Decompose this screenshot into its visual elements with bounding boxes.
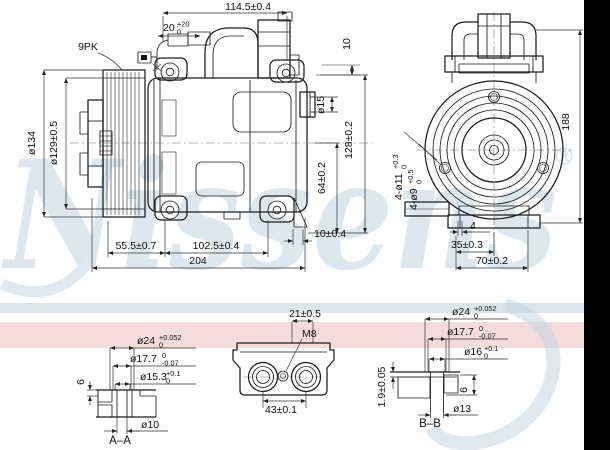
side-view: 114.5±0.4 20 +20 0 9PK 10 ø134 ø129±0.5 … bbox=[26, 1, 372, 272]
watermark: Nissens ® bbox=[0, 128, 576, 450]
dim-pulley-od: ø134 bbox=[26, 131, 38, 155]
bb-dim-d16-sup: +0.1 bbox=[484, 344, 498, 353]
bottom-foot bbox=[404, 201, 541, 229]
port-dimensions: 21±0.5 M8 43±0.1 bbox=[262, 308, 321, 416]
top-manifold bbox=[204, 11, 300, 79]
aa-dim-d177-sub: -0.07 bbox=[162, 359, 179, 368]
dim-overall-top: 114.5±0.4 bbox=[225, 1, 271, 13]
dim-holes-large-sup: +0.3 bbox=[391, 155, 400, 169]
dim-port-span: 43±0.1 bbox=[265, 404, 297, 416]
bb-section-shape bbox=[390, 371, 460, 413]
bb-dim-d24-sub: 0 bbox=[474, 312, 478, 321]
dim-holes-large: 4-ø11 +0.3 0 bbox=[391, 155, 409, 200]
bb-section-label: B–B bbox=[419, 418, 441, 430]
bb-dim-d177-sub: -0.07 bbox=[479, 332, 496, 341]
dim-foot-half: 35±0.3 bbox=[451, 239, 483, 251]
dim-20-sup: +20 bbox=[177, 20, 189, 29]
aa-dimension-rows: ø24 +0.052 0 ø17.7 0 -0.07 ø15.3 +0.1 0 bbox=[109, 333, 196, 390]
pulley bbox=[102, 69, 146, 218]
compressor-body bbox=[147, 77, 308, 220]
dim-20: 20 bbox=[163, 22, 175, 34]
dim-holes-large-sub: 0 bbox=[400, 165, 409, 169]
side-view-dimensions: 114.5±0.4 20 +20 0 9PK 10 ø134 ø129±0.5 … bbox=[26, 1, 368, 272]
front-view: 188 4-ø11 +0.3 0 4-ø9 +0.5 0 4 35±0.3 bbox=[391, 12, 583, 272]
dim-holes-small: 4-ø9 +0.5 0 bbox=[406, 170, 424, 210]
flange-outline bbox=[232, 342, 335, 396]
mounting-bolt-holes bbox=[439, 91, 549, 174]
aa-small-dims: 6 ø10 bbox=[75, 379, 168, 434]
dim-port-dia: ø15 bbox=[315, 96, 327, 114]
dim-foot-step: 4 bbox=[470, 220, 476, 232]
aa-dim-bore: ø10 bbox=[141, 419, 159, 431]
dim-mount-span: 102.5±0.4 bbox=[193, 240, 240, 252]
highlight-band-blue bbox=[0, 303, 584, 313]
aa-dim-d177: ø17.7 bbox=[130, 353, 157, 365]
bb-dim-d16: ø16 bbox=[464, 346, 482, 358]
watermark-registered-mark: ® bbox=[552, 142, 576, 171]
bb-dim-bore: ø13 bbox=[453, 403, 471, 415]
right-black-bar bbox=[584, 0, 610, 450]
aa-section-label: A–A bbox=[109, 435, 131, 447]
bb-dim-d24: ø24 bbox=[452, 306, 470, 318]
watermark-text: Nissens bbox=[2, 128, 557, 304]
dim-height-total: 128±0.2 bbox=[343, 121, 355, 159]
bb-small-dims: 1.9±0.05 6 ø13 bbox=[376, 362, 478, 418]
dim-holes-small-sup: +0.5 bbox=[406, 170, 415, 184]
detail-port-flange: 21±0.5 M8 43±0.1 bbox=[232, 308, 335, 416]
dim-holes-large-main: 4-ø11 bbox=[393, 173, 405, 200]
detail-section-bb: ø24 +0.052 0 ø17.7 0 -0.07 ø16 +0.1 0 bbox=[376, 304, 508, 430]
dim-overall-length: 204 bbox=[189, 255, 207, 267]
aa-dim-d24: ø24 bbox=[137, 335, 155, 347]
bb-dim-d24-sup: +0.052 bbox=[474, 304, 497, 313]
port-circles bbox=[247, 361, 322, 393]
aa-dim-depth: 6 bbox=[75, 379, 87, 385]
bb-dim-d16-sub: 0 bbox=[484, 352, 488, 361]
dim-foot-span: 70±0.2 bbox=[476, 255, 508, 267]
aa-section-shape bbox=[96, 389, 157, 418]
aa-dim-d153-sub: 0 bbox=[166, 377, 170, 386]
dim-foot-offset: 10±0.4 bbox=[314, 228, 346, 240]
bb-dim-step: 1.9±0.05 bbox=[376, 366, 388, 407]
bb-dim-d177: ø17.7 bbox=[447, 326, 474, 338]
dim-20-sub: 0 bbox=[177, 28, 181, 37]
dim-height: 188 bbox=[560, 113, 572, 131]
wire-connector bbox=[137, 31, 211, 72]
dim-mount-left: 55.5±0.7 bbox=[116, 240, 157, 252]
dim-holes-small-sub: 0 bbox=[415, 180, 424, 184]
watermark-swoosh-right bbox=[425, 298, 561, 450]
top-bracket bbox=[444, 13, 544, 83]
thread-label: M8 bbox=[302, 328, 317, 340]
aa-dim-d24-sub: 0 bbox=[159, 341, 163, 350]
aa-dim-d153: ø15.3 bbox=[140, 371, 167, 383]
dim-holes-small-main: 4-ø9 bbox=[408, 188, 420, 210]
dim-port-offset: 21±0.5 bbox=[289, 308, 321, 320]
bb-dim-d177-sup: 0 bbox=[479, 324, 483, 333]
bb-dim-depth: 6 bbox=[458, 387, 470, 393]
dim-10-top: 10 bbox=[341, 38, 353, 50]
dim-pulley-pd: ø129±0.5 bbox=[48, 121, 60, 165]
aa-dim-d153-sup: +0.1 bbox=[166, 369, 180, 378]
belt-type-label: 9PK bbox=[78, 41, 98, 53]
clutch-hub bbox=[79, 99, 113, 188]
detail-section-aa: ø24 +0.052 0 ø17.7 0 -0.07 ø15.3 +0.1 0 bbox=[75, 333, 196, 447]
dim-height-lower: 64±0.2 bbox=[316, 162, 328, 194]
aa-dim-d177-sup: 0 bbox=[162, 351, 166, 360]
watermark-swoosh-left bbox=[0, 254, 97, 298]
front-view-dimensions: 188 4-ø11 +0.3 0 4-ø9 +0.5 0 4 35±0.3 bbox=[391, 29, 583, 272]
bb-dimension-rows: ø24 +0.052 0 ø17.7 0 -0.07 ø16 +0.1 0 bbox=[424, 304, 508, 372]
pulley-face-circles bbox=[424, 80, 564, 220]
aa-dim-d24-sup: +0.052 bbox=[159, 333, 182, 342]
